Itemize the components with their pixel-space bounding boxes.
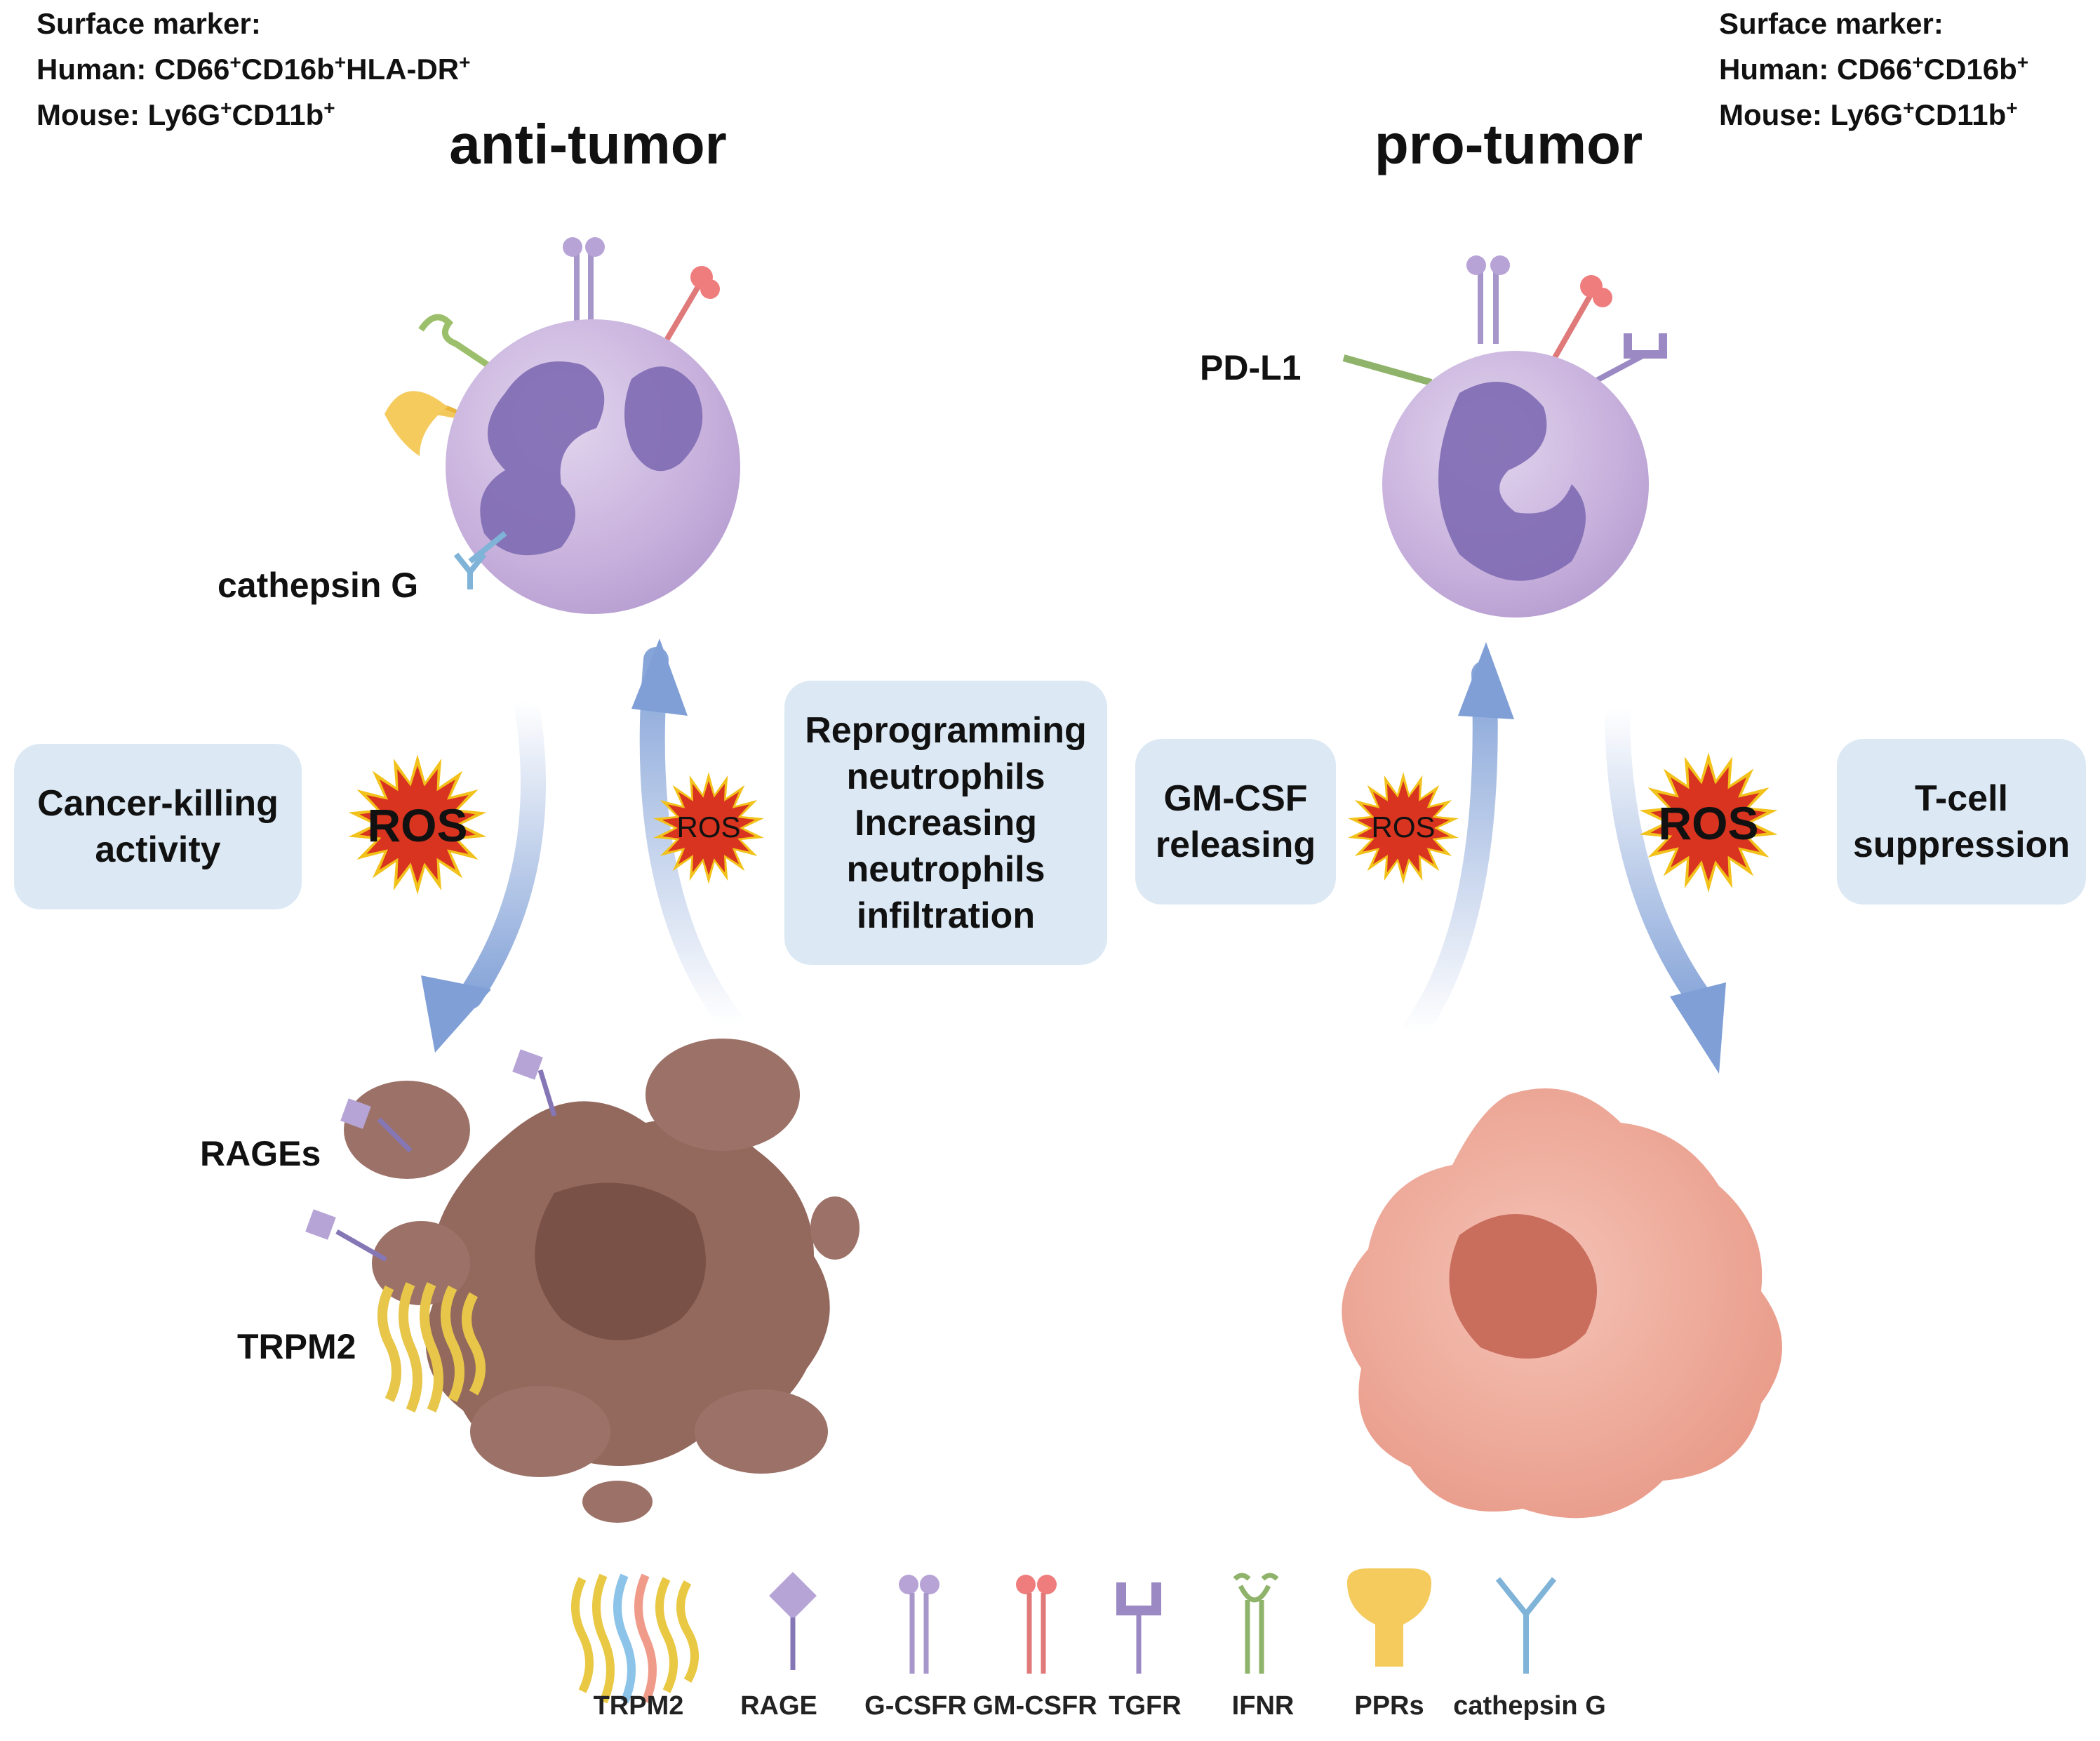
pro-tumor-neutrophil: [1342, 255, 1667, 618]
rage-receptor-icon: [769, 1572, 817, 1670]
ros-burst-icon: [1348, 772, 1459, 884]
left-surface-marker: Surface marker: Human: CD66+CD16b+HLA-DR…: [36, 4, 470, 134]
cathepsin-g-icon: [1495, 1577, 1557, 1674]
legend-label-rage: RAGE: [740, 1691, 817, 1721]
cancer-killing-box: Cancer-killing activity: [14, 744, 302, 909]
left-marker-human: Human: CD66+CD16b+HLA-DR+: [36, 51, 471, 86]
right-surface-marker: Surface marker: Human: CD66+CD16b+ Mouse…: [1719, 4, 2028, 134]
legend-label-gmcsfr: GM-CSFR: [972, 1691, 1097, 1721]
left-marker-title: Surface marker:: [36, 7, 261, 40]
tgfr-receptor-icon: [1116, 1582, 1161, 1674]
ros-label: ROS: [1371, 811, 1436, 843]
right-marker-mouse: Mouse: Ly6G+CD11b+: [1719, 97, 2018, 131]
arrow-dying-cell-to-neutrophil: [631, 639, 746, 1037]
right-marker-human: Human: CD66+CD16b+: [1719, 51, 2029, 86]
anti-tumor-neutrophil: [384, 237, 740, 614]
ros-burst-inner: [359, 766, 476, 883]
arrow-tumor-to-neutrophil: [1401, 642, 1514, 1044]
rages-label: RAGEs: [200, 1134, 321, 1173]
legend-label-pprs: PPRs: [1354, 1691, 1424, 1721]
ros-burst-icon: [1639, 752, 1778, 893]
gmcsfr-receptor-icon: [1016, 1575, 1057, 1674]
reprogramming-box: Reprogramming neutrophils Increasing neu…: [784, 681, 1107, 965]
ros-burst-icon: [653, 772, 764, 884]
pro-tumor-heading: pro-tumor: [1374, 113, 1643, 175]
pd-l1-label: PD-L1: [1200, 348, 1302, 387]
ros-label: ROS: [676, 811, 741, 843]
ros-burst-icon: [348, 754, 487, 895]
arrow-neutrophil-to-tumor: [1605, 696, 1726, 1074]
gm-csf-releasing-box: GM-CSF releasing: [1135, 739, 1336, 905]
ros-burst-inner: [1356, 780, 1450, 876]
legend-label-cathepsin-g: cathepsin G: [1453, 1691, 1606, 1721]
legend-label-ifnr: IFNR: [1231, 1691, 1295, 1721]
left-marker-mouse: Mouse: Ly6G+CD11b+: [36, 97, 335, 131]
legend-label-trpm2: TRPM2: [593, 1691, 684, 1721]
trpm2-channel-icon: [571, 1573, 699, 1704]
trpm2-label: TRPM2: [237, 1327, 356, 1366]
legend-label-tgfr: TGFR: [1109, 1691, 1182, 1721]
arrow-neutrophil-to-dying-cell: [421, 689, 546, 1053]
ifnr-receptor-icon: [1233, 1573, 1279, 1674]
legend-label-gcsfr: G-CSFR: [864, 1691, 967, 1721]
dying-tumor-cell: [305, 1039, 860, 1523]
gcsfr-receptor-icon: [899, 1575, 939, 1674]
ros-burst-inner: [1650, 763, 1767, 881]
ros-label: ROS: [1658, 797, 1759, 849]
anti-tumor-heading: anti-tumor: [449, 113, 727, 175]
ros-label: ROS: [367, 799, 468, 851]
t-cell-suppression-box: T-cell suppression: [1837, 739, 2086, 905]
right-marker-title: Surface marker:: [1719, 7, 1944, 40]
pprs-receptor-icon: [1347, 1568, 1431, 1667]
cathepsin-g-label: cathepsin G: [218, 566, 419, 605]
ros-burst-inner: [662, 780, 756, 876]
tumor-cell: [1342, 1088, 1782, 1519]
